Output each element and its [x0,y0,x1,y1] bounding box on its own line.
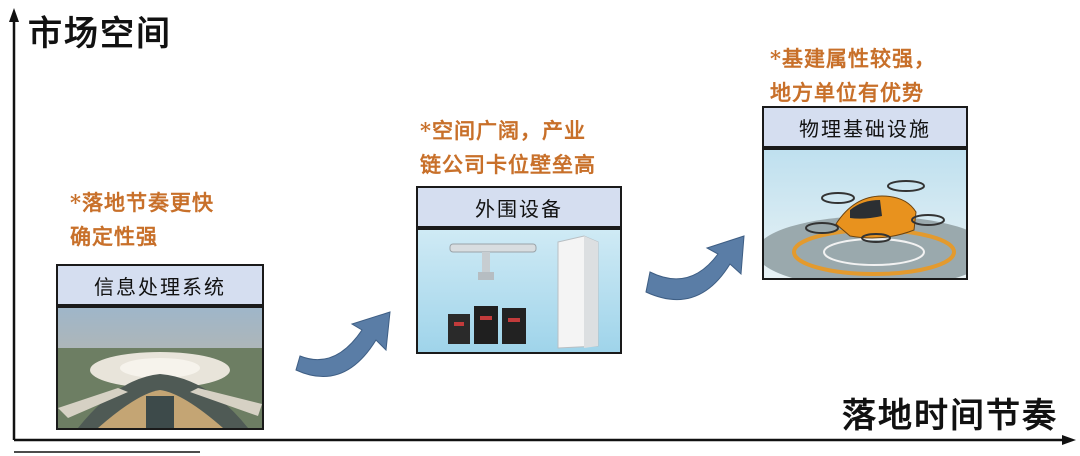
radar-equipment-image [416,228,622,354]
evtol-illustration [764,150,966,278]
evtol-helipad-image [762,148,968,280]
stage-3-note: *基建属性较强， 地方单位有优势 [770,42,936,110]
airport-aerial-image [56,306,264,430]
stage-1-title: 信息处理系统 [56,264,264,306]
stage-1-note: *落地节奏更快 确定性强 [70,186,214,254]
radar-equipment-illustration [418,230,620,352]
stage-3-title: 物理基础设施 [762,106,968,148]
y-axis-title: 市场空间 [28,14,172,54]
x-axis-arrowhead [1062,435,1076,445]
x-axis-title: 落地时间节奏 [842,396,1058,436]
stage-2-note: *空间广阔，产业 链公司卡位壁垒高 [420,114,596,182]
stage-3-note-line1: *基建属性较强， [770,46,936,71]
stage-2-note-line1: *空间广阔，产业 [420,118,586,143]
stage-3-note-line2: 地方单位有优势 [770,80,924,105]
airport-illustration [58,308,262,428]
stage-1-note-line2: 确定性强 [70,224,158,249]
stage-1-note-line1: *落地节奏更快 [70,190,214,215]
stage-2-note-line2: 链公司卡位壁垒高 [420,152,596,177]
y-axis-arrowhead [9,8,19,22]
stage-2-title: 外围设备 [416,186,622,228]
